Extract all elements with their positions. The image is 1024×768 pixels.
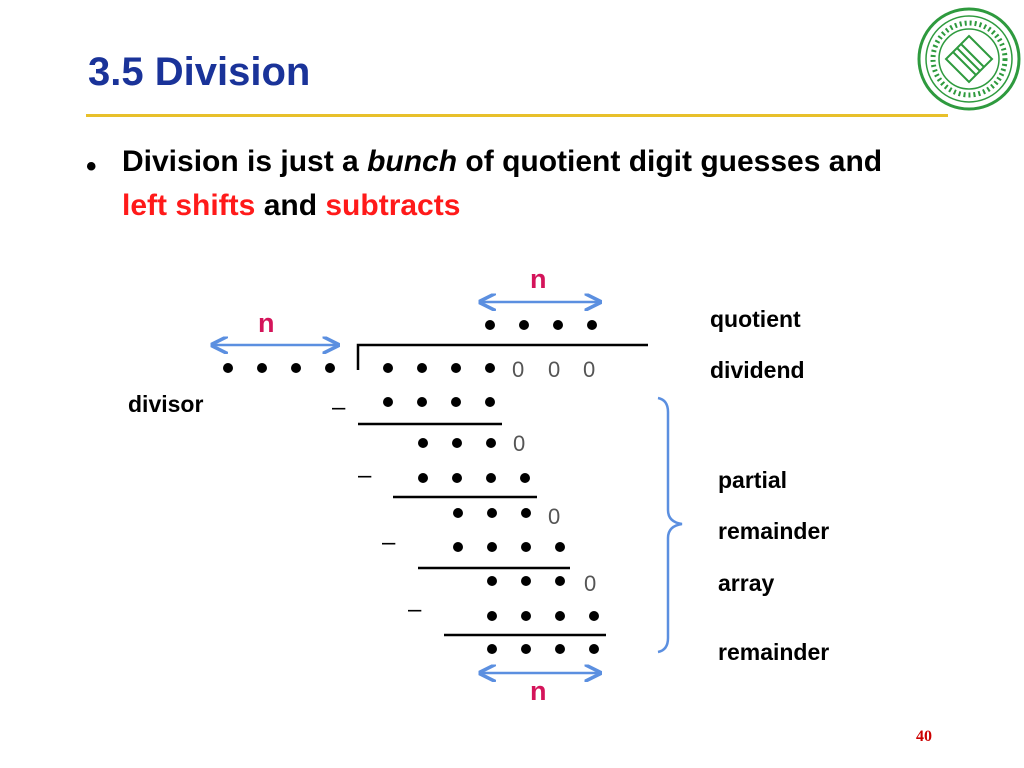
label-remainder-word: remainder bbox=[718, 518, 830, 544]
subtrahend-dot-2-4 bbox=[520, 473, 530, 483]
subtrahend-dot-4-1 bbox=[487, 611, 497, 621]
dividend-zero-3: 0 bbox=[583, 357, 595, 382]
subtrahend-dot-1-3 bbox=[451, 397, 461, 407]
bullet-left-shifts: left shifts bbox=[122, 189, 256, 222]
remainder-dot-3 bbox=[555, 644, 565, 654]
slide-title: 3.5 Division bbox=[88, 50, 311, 94]
quotient-dot-4 bbox=[587, 320, 597, 330]
partial-zero-3: 0 bbox=[584, 571, 596, 596]
subtrahend-dot-3-2 bbox=[487, 542, 497, 552]
partial-remainder-dot-3-3 bbox=[555, 576, 565, 586]
subtrahend-dot-2-1 bbox=[418, 473, 428, 483]
partial-remainder-dot-2-3 bbox=[521, 508, 531, 518]
subtrahend-dot-3-4 bbox=[555, 542, 565, 552]
subtrahend-dot-2-2 bbox=[452, 473, 462, 483]
minus-sign-1: – bbox=[332, 394, 346, 421]
partial-zero-2: 0 bbox=[548, 504, 560, 529]
subtrahend-dot-2-3 bbox=[486, 473, 496, 483]
bullet-part3: and bbox=[255, 189, 326, 222]
partial-remainder-dot-3-1 bbox=[487, 576, 497, 586]
n-label-remainder: n bbox=[530, 676, 547, 706]
bullet-text: Division is just a bunch of quotient dig… bbox=[122, 140, 922, 228]
divisor-dot-3 bbox=[291, 363, 301, 373]
partial-remainder-dot-1-2 bbox=[452, 438, 462, 448]
label-dividend: dividend bbox=[710, 357, 805, 383]
minus-sign-4: – bbox=[408, 596, 422, 623]
partial-remainder-dot-3-2 bbox=[521, 576, 531, 586]
subtrahend-dot-3-3 bbox=[521, 542, 531, 552]
label-divisor: divisor bbox=[128, 391, 204, 417]
n-label-quotient: n bbox=[530, 264, 547, 294]
divisor-dot-1 bbox=[223, 363, 233, 373]
minus-sign-2: – bbox=[358, 462, 372, 489]
dividend-dot-3 bbox=[451, 363, 461, 373]
partial-zero-1: 0 bbox=[513, 431, 525, 456]
partial-remainder-brace bbox=[657, 396, 683, 654]
divisor-dot-4 bbox=[325, 363, 335, 373]
bullet-emphasis: bunch bbox=[367, 145, 458, 178]
bullet-part1: Division is just a bbox=[122, 145, 368, 178]
quotient-dot-3 bbox=[553, 320, 563, 330]
subtrahend-dot-4-4 bbox=[589, 611, 599, 621]
bullet-part2: of quotient digit guesses and bbox=[457, 145, 883, 178]
subtrahend-dot-1-4 bbox=[485, 397, 495, 407]
label-remainder: remainder bbox=[718, 639, 830, 665]
remainder-dot-2 bbox=[521, 644, 531, 654]
quotient-dot-1 bbox=[485, 320, 495, 330]
subtrahend-dot-1-2 bbox=[417, 397, 427, 407]
partial-remainder-dot-1-1 bbox=[418, 438, 428, 448]
bullet-subtracts: subtracts bbox=[325, 189, 461, 222]
label-partial: partial bbox=[718, 467, 788, 493]
quotient-dot-2 bbox=[519, 320, 529, 330]
divisor-dot-2 bbox=[257, 363, 267, 373]
label-array: array bbox=[718, 570, 775, 596]
n-label-divisor: n bbox=[258, 308, 275, 338]
dividend-zero-1: 0 bbox=[512, 357, 524, 382]
dividend-dot-1 bbox=[383, 363, 393, 373]
partial-remainder-dot-2-2 bbox=[487, 508, 497, 518]
bullet-marker: • bbox=[86, 150, 97, 183]
partial-remainder-dot-1-3 bbox=[486, 438, 496, 448]
title-underline bbox=[86, 114, 948, 117]
subtrahend-dot-1-1 bbox=[383, 397, 393, 407]
dividend-dot-2 bbox=[417, 363, 427, 373]
subtrahend-dot-4-3 bbox=[555, 611, 565, 621]
label-quotient: quotient bbox=[710, 306, 801, 332]
partial-remainder-dot-2-1 bbox=[453, 508, 463, 518]
subtrahend-dot-3-1 bbox=[453, 542, 463, 552]
subtrahend-dot-4-2 bbox=[521, 611, 531, 621]
page-number: 40 bbox=[916, 728, 932, 745]
dividend-dot-4 bbox=[485, 363, 495, 373]
dividend-zero-2: 0 bbox=[548, 357, 560, 382]
minus-sign-3: – bbox=[382, 529, 396, 556]
university-logo bbox=[917, 7, 1021, 111]
remainder-dot-1 bbox=[487, 644, 497, 654]
division-bracket bbox=[356, 343, 648, 370]
remainder-dot-4 bbox=[589, 644, 599, 654]
